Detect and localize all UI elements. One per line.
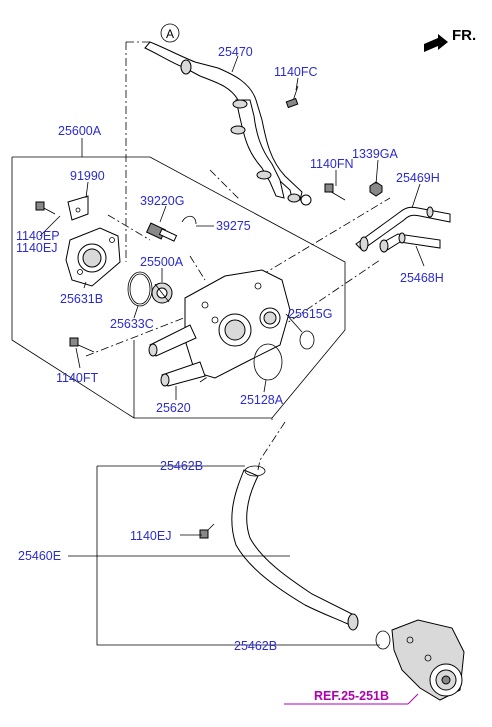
upper-hose-25470 xyxy=(144,41,312,206)
reference-label[interactable]: REF.25-251B xyxy=(314,689,389,703)
label-25470: 25470 xyxy=(218,45,253,59)
section-marker: A xyxy=(160,23,180,43)
gasket-25633C xyxy=(127,271,153,307)
label-91990: 91990 xyxy=(70,169,105,183)
label-1140EJ-lower: 1140EJ xyxy=(130,529,171,543)
gasket-25128A xyxy=(253,343,283,381)
o-ring-lower xyxy=(375,630,391,650)
label-25462B-upper: 25462B xyxy=(160,459,203,473)
bracket-91990 xyxy=(67,195,89,221)
bolt-1140FC xyxy=(285,85,299,109)
reference-link[interactable]: REF.25-251B xyxy=(284,689,419,705)
front-direction-label: FR. xyxy=(452,27,476,44)
label-25500A: 25500A xyxy=(140,255,184,269)
hose-25469H xyxy=(355,206,451,252)
bolt-1140EJ-lower xyxy=(199,523,215,539)
lower-bracket-lines xyxy=(68,465,380,646)
label-25468H: 25468H xyxy=(400,271,444,285)
lower-hose-25460E xyxy=(231,465,359,631)
front-direction-arrow-icon xyxy=(424,34,448,52)
front-direction-indicator: FR. xyxy=(424,27,476,52)
label-1140FN: 1140FN xyxy=(310,157,354,171)
bolt-1140EP xyxy=(35,201,56,215)
label-25462B-lower: 25462B xyxy=(234,639,277,653)
label-1140FT: 1140FT xyxy=(56,371,99,385)
hose-25468H xyxy=(379,232,441,253)
label-39275: 39275 xyxy=(216,219,251,233)
section-marker-letter: A xyxy=(166,27,174,41)
bolt-1140FN xyxy=(324,183,346,201)
label-25460E: 25460E xyxy=(18,549,61,563)
o-ring-25615G xyxy=(299,330,315,350)
label-25600A: 25600A xyxy=(58,124,102,138)
label-25615G: 25615G xyxy=(288,307,332,321)
label-1140EP: 1140EP xyxy=(16,229,60,243)
label-1339GA: 1339GA xyxy=(352,147,399,161)
water-pump-assembly xyxy=(391,619,465,701)
label-1140EJ-upper: 1140EJ xyxy=(16,241,57,255)
label-25620: 25620 xyxy=(156,401,191,415)
part-labels: 25470 1140FC 25600A 1339GA 1140FN 91990 … xyxy=(16,45,444,653)
assembly-boundary-box xyxy=(11,156,346,420)
label-25633C: 25633C xyxy=(110,317,154,331)
label-39220G: 39220G xyxy=(140,194,184,208)
label-25631B: 25631B xyxy=(60,292,103,306)
clip-39275 xyxy=(181,215,197,225)
flange-25631B xyxy=(65,227,121,287)
label-leaders xyxy=(39,55,425,400)
label-25469H: 25469H xyxy=(396,171,440,185)
thermostat-25500A xyxy=(151,282,173,304)
sensor-39220G xyxy=(145,222,178,242)
label-1140FC: 1140FC xyxy=(274,65,318,79)
bolt-1140FT xyxy=(69,337,95,353)
water-housing-25620 xyxy=(148,269,291,387)
label-25128A: 25128A xyxy=(240,393,284,407)
nut-1339GA xyxy=(369,181,383,197)
